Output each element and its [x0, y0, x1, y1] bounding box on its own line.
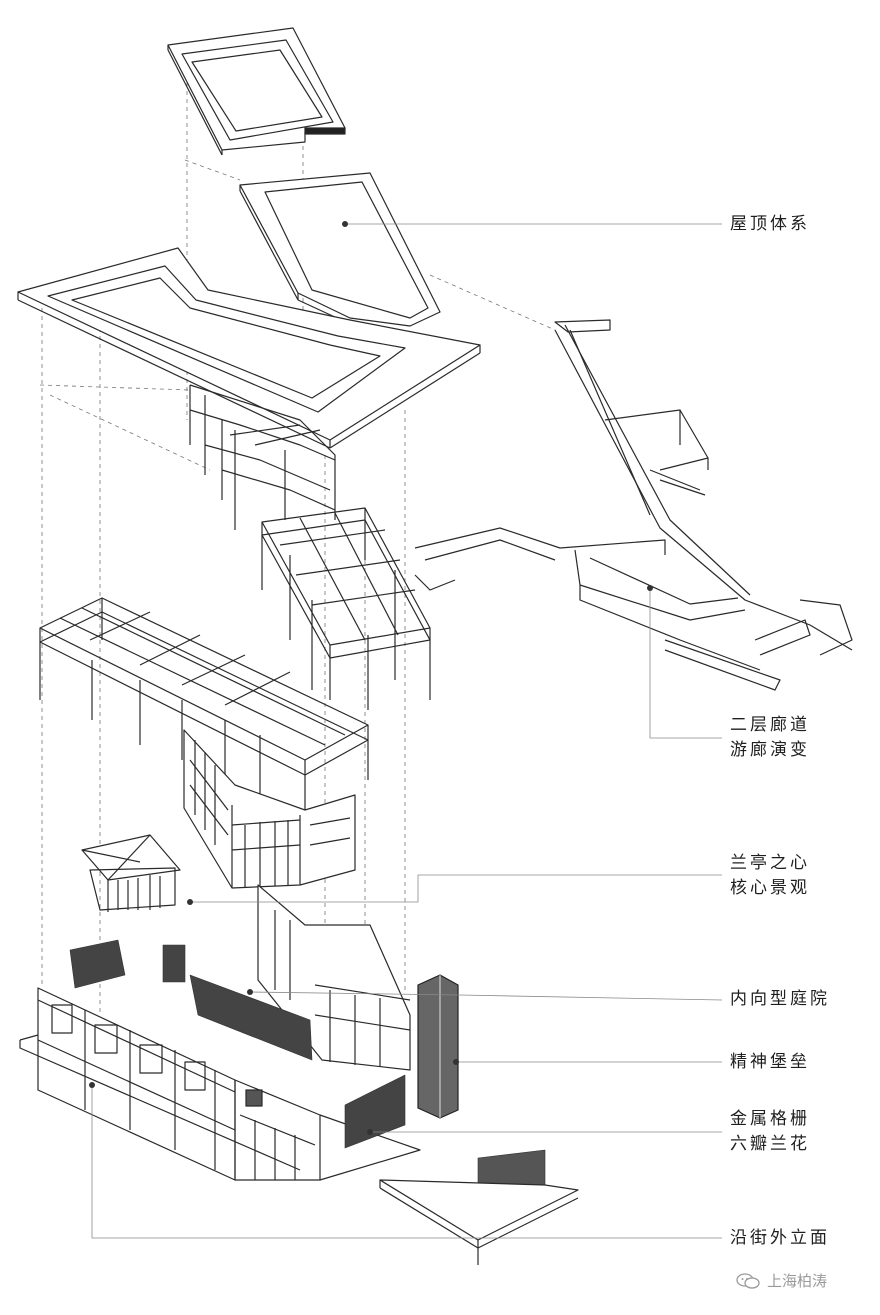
lower-frame	[39, 597, 369, 820]
upper-frame	[189, 384, 336, 530]
label-second-floor-corridor: 二层廊道 游廊演变	[730, 715, 810, 760]
wechat-icon	[736, 1272, 760, 1289]
bottom-canopy	[379, 1179, 579, 1265]
long-roof	[17, 247, 481, 449]
watermark-text: 上海柏涛	[767, 1272, 828, 1290]
label-spiritual-fortress: 精神堡垒	[730, 1052, 810, 1072]
label-orchid-pavilion-heart: 兰亭之心 核心景观	[730, 853, 810, 898]
leader-lines	[91, 223, 723, 1239]
spiritual-fortress-tower	[417, 974, 459, 1119]
watermark: 上海柏涛	[735, 1270, 827, 1291]
label-roof-system: 屋顶体系	[730, 214, 810, 234]
projection-lines	[39, 75, 556, 1060]
pavilion	[81, 834, 181, 912]
middle-frame	[261, 507, 431, 710]
second-floor-corridor	[414, 319, 853, 691]
label-street-facade: 沿街外立面	[730, 1228, 830, 1248]
label-metal-grille: 金属格栅 六瓣兰花	[730, 1109, 810, 1154]
inner-building	[183, 729, 356, 889]
label-inward-courtyard: 内向型庭院	[730, 989, 830, 1009]
top-roof-slab	[167, 27, 346, 156]
street-facade	[19, 987, 421, 1181]
leader-dots	[89, 221, 653, 1135]
